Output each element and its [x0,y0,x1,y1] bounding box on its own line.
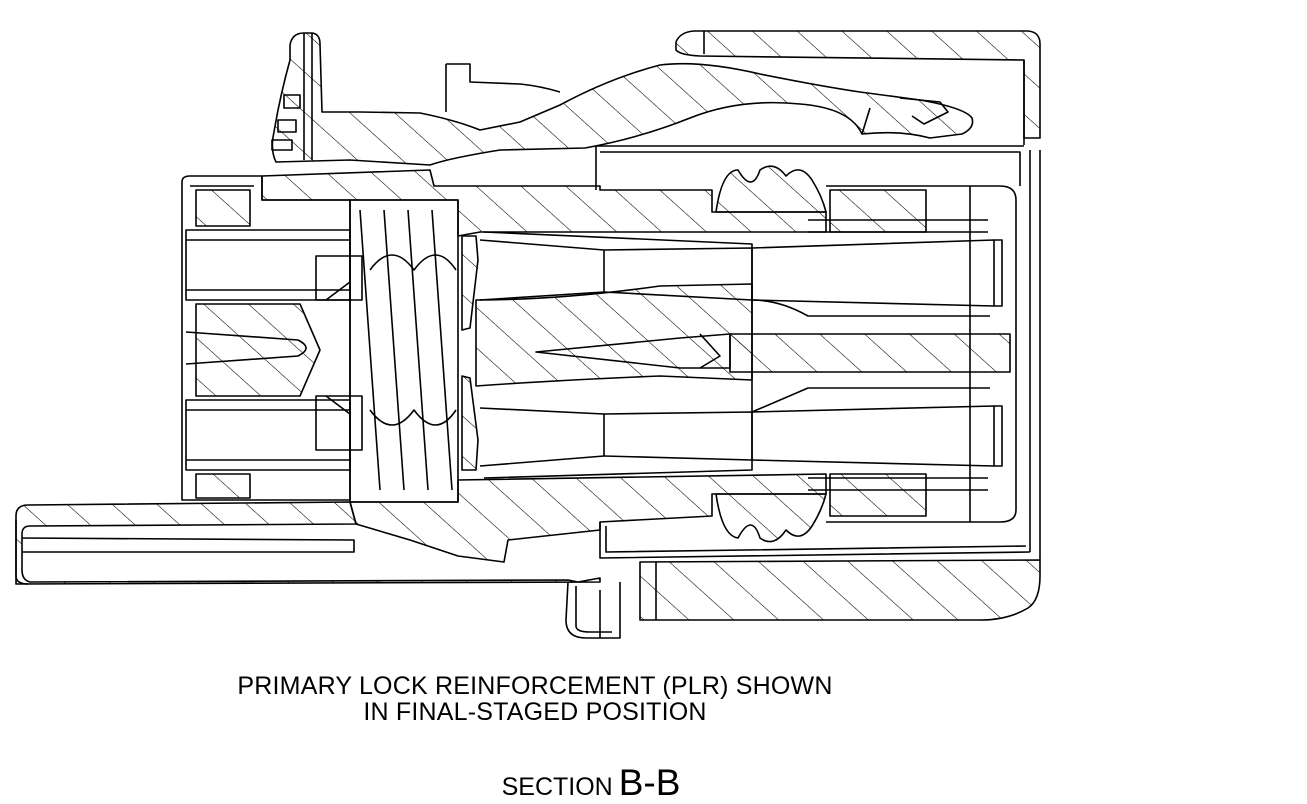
inner-housing-body [261,169,827,563]
section-word: SECTION [501,773,613,801]
terminal-upper [479,219,995,317]
caption-line-2: IN FINAL-STAGED POSITION [363,698,707,726]
wire-seal-lower [715,493,827,543]
front-alignment-rib [15,501,621,639]
connector-section-drawing [15,30,1041,639]
wire-seal-upper [715,165,827,213]
plr-front-block [181,175,351,501]
tpa-insert [315,199,459,503]
upper-housing-shell [595,30,1041,190]
rear-housing-frame [826,150,1031,552]
lower-housing-shell [599,150,1041,621]
caption-line-1: PRIMARY LOCK REINFORCEMENT (PLR) SHOWN [237,672,833,700]
section-id: B-B [618,762,681,803]
center-blade-terminal [535,333,1011,373]
lock-latch-arm [271,32,974,166]
